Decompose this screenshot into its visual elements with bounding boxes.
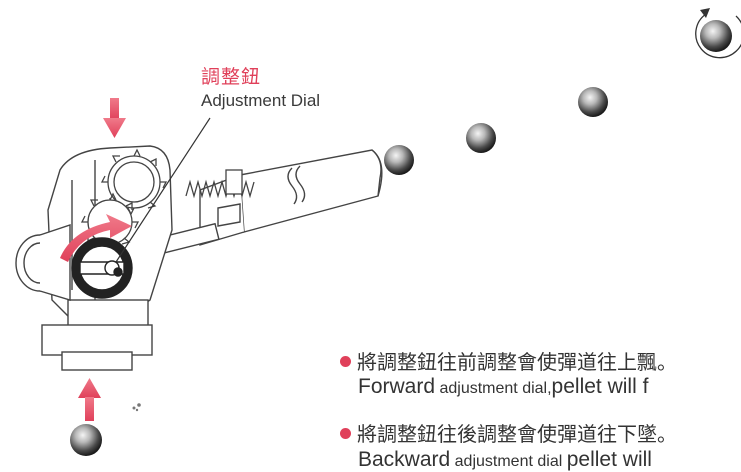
instruction-zh-text: 將調整鈕往前調整會使彈道往上飄。 bbox=[357, 350, 677, 374]
rotation-arrow-icon bbox=[695, 13, 741, 59]
bullet-icon bbox=[340, 428, 351, 439]
bb-pellet-icon bbox=[384, 145, 414, 175]
instruction-en-tail: pellet will bbox=[566, 448, 652, 471]
up-arrow-icon bbox=[78, 378, 101, 421]
bb-pellet-icon bbox=[578, 87, 608, 117]
instruction-en-word: Forward bbox=[358, 375, 436, 398]
curved-arrow-icon bbox=[60, 214, 132, 262]
callout-leader-line bbox=[115, 117, 211, 263]
down-arrow-icon bbox=[103, 98, 126, 138]
instruction-en-forward: Forward adjustment dial,pellet will f bbox=[358, 375, 648, 399]
hopup-diagram bbox=[15, 8, 741, 456]
callout-label-zh: 調整鈕 bbox=[201, 66, 262, 88]
bb-pellet-icon bbox=[70, 424, 102, 456]
instruction-zh-text: 將調整鈕往後調整會使彈道往下墜。 bbox=[357, 422, 677, 446]
instruction-en-backward: Backward adjustment dial pellet will bbox=[358, 448, 652, 472]
callout-label-en: Adjustment Dial bbox=[201, 91, 321, 110]
instruction-zh-backward: 將調整鈕往後調整會使彈道往下墜。 bbox=[340, 418, 677, 447]
instruction-en-mid: adjustment dial, bbox=[439, 380, 552, 397]
bullet-icon bbox=[340, 356, 351, 367]
debris-mark bbox=[132, 403, 141, 412]
bb-pellet-icon bbox=[466, 123, 496, 153]
instruction-en-word: Backward bbox=[358, 448, 451, 471]
adjustment-dial bbox=[71, 237, 133, 299]
instruction-zh-forward: 將調整鈕往前調整會使彈道往上飄。 bbox=[340, 346, 677, 375]
instruction-en-mid: adjustment dial bbox=[454, 453, 563, 470]
rotation-arrowhead bbox=[700, 8, 710, 18]
bb-pellet-icon bbox=[700, 20, 732, 52]
instruction-en-tail: pellet will f bbox=[551, 375, 649, 398]
barrel bbox=[146, 149, 383, 258]
spring bbox=[185, 169, 255, 199]
